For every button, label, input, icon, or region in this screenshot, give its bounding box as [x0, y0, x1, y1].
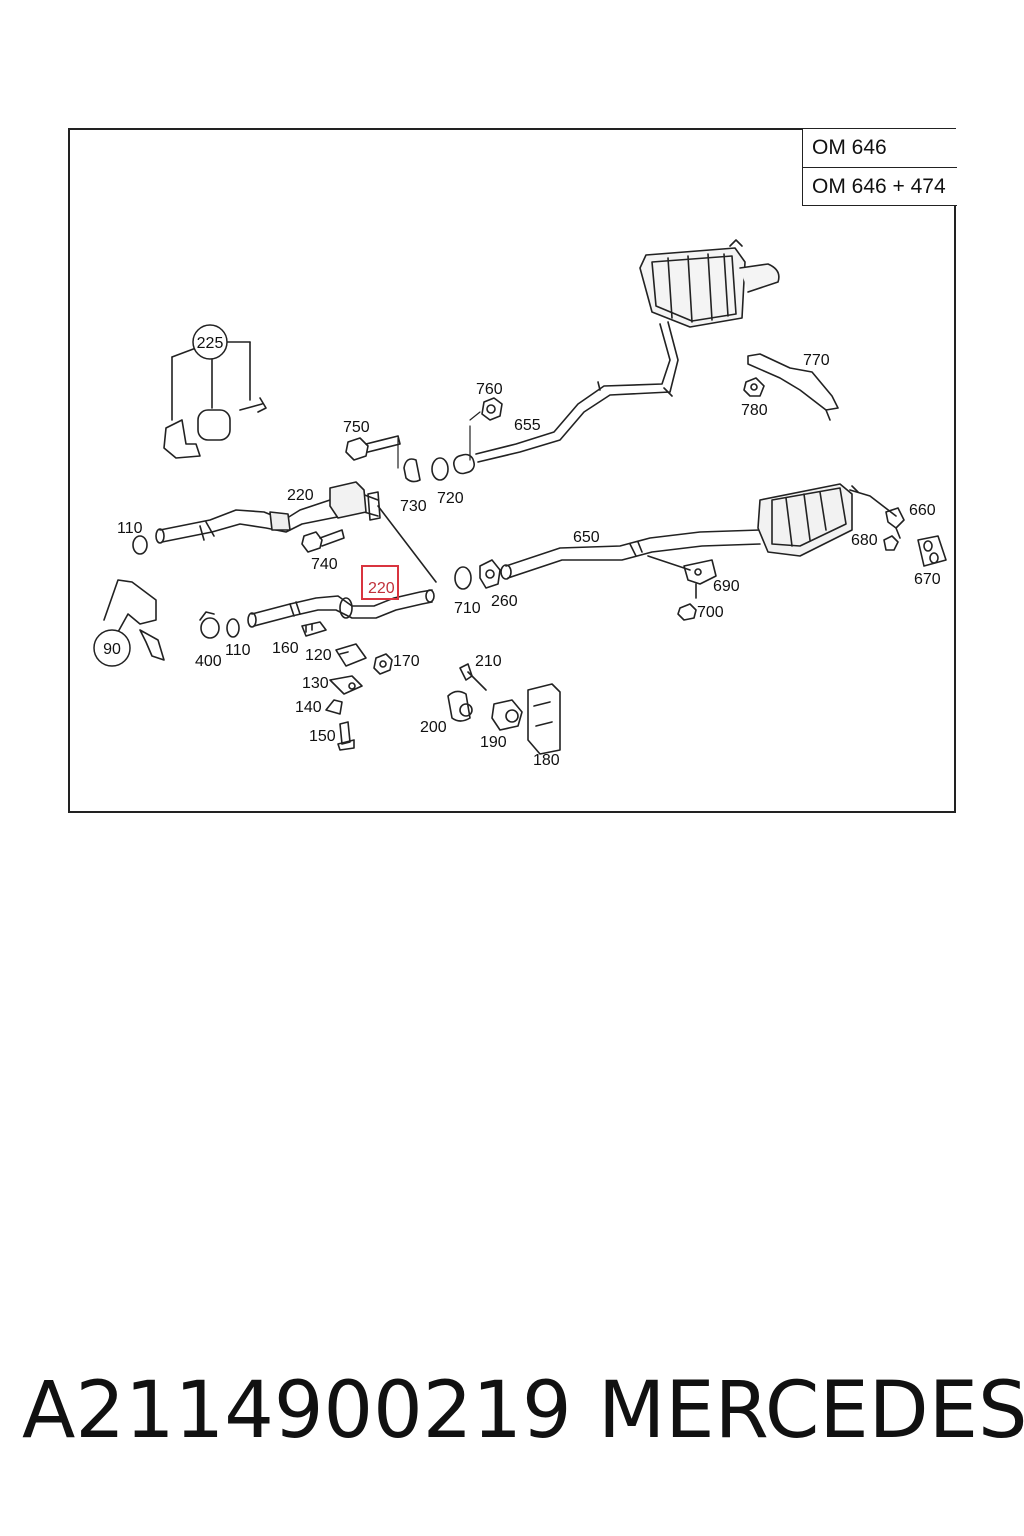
callout-655[interactable]: 655	[514, 417, 541, 434]
callout-170[interactable]: 170	[393, 653, 420, 670]
brand-name: MERCEDES	[598, 1366, 1024, 1456]
callout-700[interactable]: 700	[697, 604, 724, 621]
callout-labels: 225 90 760 655 750 730 720 220 110 740 2…	[93, 324, 941, 769]
ring-110-lower	[226, 618, 240, 638]
callout-220-upper[interactable]: 220	[287, 487, 314, 504]
callout-760[interactable]: 760	[476, 381, 503, 398]
callout-130[interactable]: 130	[302, 675, 329, 692]
sensor-group	[447, 663, 561, 755]
clamp-400	[199, 611, 220, 639]
callout-140[interactable]: 140	[295, 699, 322, 716]
diagram-frame	[68, 128, 956, 813]
rear-silencer-650	[757, 483, 897, 557]
callout-730[interactable]: 730	[400, 498, 427, 515]
exhaust-system-diagram: 225 90 760 655 750 730 720 220 110 740 2…	[93, 239, 947, 769]
callout-200[interactable]: 200	[420, 719, 447, 736]
bracket-90	[103, 579, 165, 661]
nut-680	[883, 535, 899, 551]
callout-190[interactable]: 190	[480, 734, 507, 751]
callout-650[interactable]: 650	[573, 529, 600, 546]
nut-700	[677, 603, 697, 621]
callout-690[interactable]: 690	[713, 578, 740, 595]
bolt-750	[345, 435, 401, 461]
variant-om646: OM 646	[812, 136, 887, 159]
callout-225[interactable]: 225	[197, 335, 224, 352]
pipe-650	[500, 529, 761, 580]
nut-780	[743, 377, 765, 397]
callout-210[interactable]: 210	[475, 653, 502, 670]
callout-150[interactable]: 150	[309, 728, 336, 745]
callout-660[interactable]: 660	[909, 502, 936, 519]
part-caption: A2114900219 MERCEDES	[22, 1366, 1024, 1466]
callout-670[interactable]: 670	[914, 571, 941, 588]
callout-110-lower[interactable]: 110	[225, 642, 251, 659]
callout-750[interactable]: 750	[343, 419, 370, 436]
clip-160	[301, 621, 327, 637]
callout-780[interactable]: 780	[741, 402, 768, 419]
front-pipe-220	[155, 481, 437, 583]
clamp-120	[335, 643, 367, 667]
callout-260[interactable]: 260	[491, 593, 518, 610]
callout-220-highlighted[interactable]: 220	[368, 580, 395, 597]
ring-110-upper	[132, 535, 148, 555]
bolt-150	[337, 721, 355, 751]
callout-740[interactable]: 740	[311, 556, 338, 573]
pipe-655	[453, 321, 679, 475]
clamp-130	[329, 675, 363, 695]
ring-710	[454, 566, 472, 590]
callout-110-upper[interactable]: 110	[117, 520, 143, 537]
intermediate-pipe-220	[247, 589, 435, 628]
clamp-140	[325, 699, 343, 715]
clamp-730	[403, 458, 421, 483]
rubber-hanger-670	[917, 535, 947, 567]
bolt-740	[301, 529, 345, 553]
callout-400[interactable]: 400	[195, 653, 222, 670]
bracket-660	[885, 507, 905, 539]
bracket-770	[747, 353, 839, 421]
callout-180[interactable]: 180	[533, 752, 560, 769]
variant-om646-474: OM 646 + 474	[803, 167, 957, 205]
callout-770[interactable]: 770	[803, 352, 830, 369]
clamp-260	[479, 559, 501, 589]
callout-160[interactable]: 160	[272, 640, 299, 657]
callout-120[interactable]: 120	[305, 647, 332, 664]
hanger-690	[647, 555, 717, 599]
nut-170	[373, 653, 393, 675]
highlight-box-220	[361, 565, 399, 600]
callout-680[interactable]: 680	[851, 532, 878, 549]
part-number: A2114900219	[22, 1366, 572, 1456]
ring-720	[431, 457, 449, 481]
rear-silencer-655	[639, 239, 780, 328]
engine-variant-table: OM 646 OM 646 + 474	[802, 129, 957, 206]
callout-720[interactable]: 720	[437, 490, 464, 507]
mount-225	[163, 341, 267, 459]
nut-760	[481, 397, 503, 421]
callout-90[interactable]: 90	[103, 641, 121, 658]
callout-710[interactable]: 710	[454, 600, 481, 617]
